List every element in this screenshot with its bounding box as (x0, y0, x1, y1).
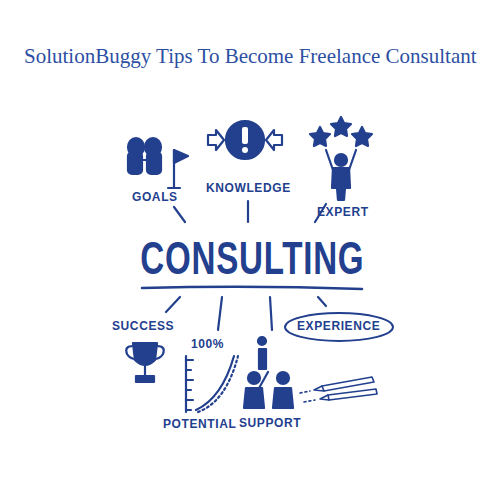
potential-gauge (186, 356, 238, 412)
pencils (300, 377, 377, 402)
potential-gauge (186, 389, 191, 391)
icon-label: SUPPORT (239, 417, 301, 430)
icon-label: GOALS (132, 191, 178, 204)
knowledge-icon (242, 147, 248, 153)
binoculars-icon (141, 159, 148, 161)
icon-label: KNOWLEDGE (206, 182, 291, 195)
pencils (304, 400, 315, 402)
knowledge-icon (242, 127, 248, 144)
trophy-icon (154, 346, 164, 359)
support-icon (258, 372, 268, 390)
binoculars-icon (147, 152, 161, 174)
leader-strokes (318, 297, 326, 306)
pencils (300, 391, 310, 393)
icons (126, 117, 377, 412)
trophy-icon (133, 343, 157, 365)
pencils (314, 386, 324, 391)
flag-icon (174, 150, 188, 163)
knowledge-icon (208, 121, 282, 159)
potential-gauge (186, 399, 193, 401)
support-icon (277, 372, 289, 384)
underline (142, 287, 362, 289)
expert-icon (331, 117, 351, 136)
potential-gauge (186, 409, 191, 411)
trophy-icon (126, 346, 136, 359)
binoculars-icon (128, 138, 161, 174)
expert-icon (349, 150, 356, 170)
pencils (320, 395, 329, 400)
support-icon (244, 388, 264, 408)
percent-label: 100% (191, 338, 224, 351)
potential-gauge (186, 359, 193, 361)
pencils (322, 377, 374, 391)
support-icon (273, 388, 293, 408)
potential-gauge (186, 379, 193, 381)
ellipse-outline (285, 313, 393, 341)
leader-strokes (166, 297, 180, 312)
icon-label: POTENTIAL (163, 418, 236, 431)
expert-icon (310, 117, 372, 200)
icon-label: SUCCESS (112, 320, 174, 333)
flag-icon (168, 150, 188, 188)
pencils (328, 389, 377, 400)
support-icon (244, 337, 293, 408)
leader-strokes (247, 201, 249, 222)
icon-label: EXPERT (317, 206, 369, 219)
knowledge-icon (266, 130, 282, 150)
expert-icon (352, 127, 372, 146)
support-icon (258, 337, 266, 345)
potential-gauge (185, 356, 187, 412)
knowledge-icon (226, 121, 264, 159)
support-icon (259, 349, 266, 369)
potential-gauge (186, 369, 191, 371)
center-word: CONSULTING (140, 233, 364, 284)
leader-strokes (174, 207, 185, 222)
trophy-icon (136, 376, 154, 382)
title: SolutionBuggy Tips To Become Freelance C… (24, 45, 477, 68)
expert-icon (310, 127, 330, 146)
expert-icon (332, 168, 350, 200)
ellipse-node: EXPERIENCE (284, 312, 394, 342)
leader-strokes (270, 297, 272, 330)
expert-icon (326, 150, 333, 170)
expert-icon (335, 154, 347, 166)
flag-icon (168, 187, 180, 189)
binoculars-icon (128, 152, 142, 174)
trophy-icon (144, 366, 146, 376)
support-icon (248, 372, 260, 384)
trophy-icon (126, 343, 164, 382)
node-text: EXPERIENCE (297, 320, 380, 333)
knowledge-icon (208, 130, 224, 150)
leader-strokes (218, 297, 222, 330)
potential-gauge (198, 356, 238, 412)
